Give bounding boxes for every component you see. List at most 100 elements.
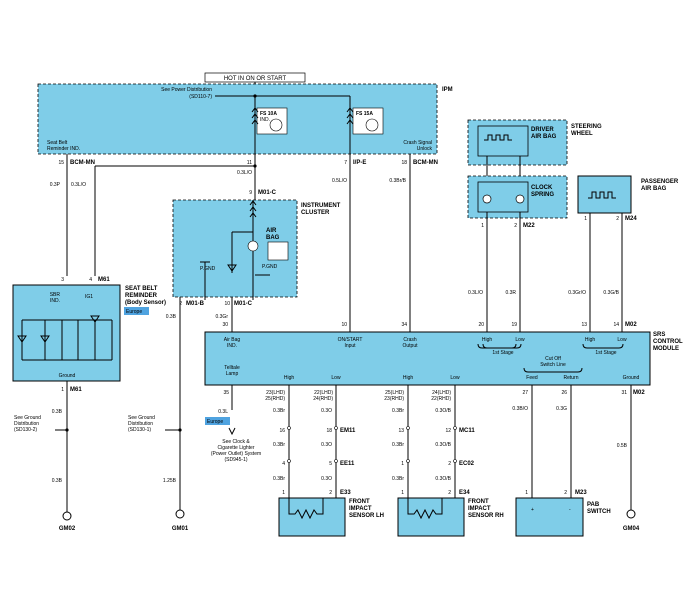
- diagram-label: 2: [616, 216, 619, 222]
- conn-em11: EM11: [340, 428, 356, 434]
- ipm-title: IPM: [442, 87, 453, 93]
- passenger-airbag-squib: [588, 191, 616, 199]
- diagram-label: High: [482, 337, 493, 343]
- airbag-lamp-icon: [247, 240, 259, 252]
- diagram-label: 2: [448, 490, 451, 496]
- pgnd-2: P.GND: [262, 264, 278, 270]
- conn-m01c-bottom: M01-C: [234, 301, 253, 307]
- conn-ee11: EE11: [340, 461, 355, 467]
- steering-wheel-box: [467, 119, 568, 166]
- diagram-label: 18: [401, 160, 407, 166]
- diagram-label: IMPACT: [349, 506, 372, 512]
- diagram-label: FRONT: [468, 499, 489, 505]
- diagram-label: 11: [247, 160, 252, 166]
- ground-gm02-icon: [62, 511, 72, 521]
- diagram-label: MODULE: [653, 346, 679, 352]
- diagram-label: 1: [481, 223, 484, 229]
- diagram-label: 0.3G/B: [603, 290, 619, 296]
- diagram-label: 0.3L/O: [468, 290, 483, 296]
- seatbelt-reminder-box: [12, 284, 121, 382]
- diagram-label: SPRING: [531, 192, 554, 198]
- diagram-label: 30: [222, 322, 228, 328]
- diagram-label: Air Bag: [224, 337, 241, 343]
- diagram-label: 2: [329, 490, 332, 496]
- airbag-warning-icon: [267, 241, 289, 261]
- diagram-label: 0.3O/B: [435, 408, 451, 414]
- diagram-label: Switch Line: [540, 362, 566, 368]
- conn-m24: M24: [625, 216, 637, 222]
- diagram-label: 1.25B: [163, 478, 177, 484]
- airbag-person-icon: [365, 118, 379, 132]
- diagram-label: 1: [401, 461, 404, 467]
- diagram-label: 0.3O/B: [435, 476, 451, 482]
- diagram-label: 16: [279, 428, 285, 434]
- diagram-label: 0.3Br: [392, 442, 404, 448]
- diagram-label: 27: [522, 390, 528, 396]
- conn-bcm-mn-right: BCM-MN: [413, 160, 438, 166]
- diagram-label: 0.5L/O: [332, 178, 347, 184]
- diagram-label: Cigarette Lighter: [218, 445, 255, 451]
- diagram-label: 1: [401, 490, 404, 496]
- diagram-label: 0.3L: [218, 409, 228, 415]
- seatbelt-title-2: REMINDER: [125, 293, 158, 299]
- diagram-label: 35: [223, 390, 229, 396]
- diagram-label: Feed: [526, 375, 538, 381]
- diagram-label: Low: [450, 375, 460, 381]
- seatbelt-icon: [269, 118, 283, 132]
- diagram-label: Return: [563, 375, 578, 381]
- seatbelt-ind-label-2: Reminder IND.: [47, 146, 80, 152]
- diagram-label: 10: [224, 301, 230, 307]
- connector-pin-markers: [287, 426, 457, 463]
- diagram-label: 15: [58, 160, 64, 166]
- diagram-label: AIR BAG: [531, 134, 557, 140]
- diagram-label: 10: [341, 322, 347, 328]
- driver-stage-bracket: [477, 343, 522, 349]
- diagram-label: 1: [61, 387, 64, 393]
- diagram-label: Low: [331, 375, 341, 381]
- front-impact-sensor-lh-box: [278, 497, 346, 537]
- diagram-label: ON/START: [338, 337, 363, 343]
- diagram-label: 1: [525, 490, 528, 496]
- ground-gm01-icon: [175, 509, 185, 519]
- front-impact-sensor-rh-box: [397, 497, 465, 537]
- diagram-label: 0.3Br: [392, 476, 404, 482]
- diagram-label: 25(LHD): [385, 390, 404, 396]
- diagram-label: 0.5B: [617, 443, 628, 449]
- conn-m01b: M01-B: [186, 301, 205, 307]
- fuse-1-label: FS 10A: [260, 111, 277, 117]
- seatbelt-ind-label-1: Seat Belt: [47, 140, 68, 146]
- diagram-label: 7: [344, 160, 347, 166]
- diagram-label: 20: [478, 322, 484, 328]
- diagram-label: SBR: [50, 292, 61, 298]
- ground-gm04-icon: [626, 509, 636, 519]
- diagram-label: 2: [564, 490, 567, 496]
- diagram-label: SENSOR RH: [468, 513, 504, 519]
- diagram-label: 22(RHD): [431, 396, 451, 402]
- diagram-label: SRS: [653, 332, 665, 338]
- diagram-label: 1: [282, 490, 285, 496]
- diagram-label: 4: [89, 277, 92, 283]
- diode-icon: [227, 264, 237, 272]
- diagram-label: High: [284, 375, 295, 381]
- cluster-airbag-2: BAG: [266, 235, 280, 241]
- diagram-label: 0.3B: [52, 409, 63, 415]
- conn-ipe: I/P-E: [353, 160, 366, 166]
- diagram-label: Ground: [623, 375, 640, 381]
- diagram-label: 0.3R: [505, 290, 516, 296]
- diagram-label: Input: [344, 343, 356, 349]
- diagram-label: IND.: [50, 298, 60, 304]
- diagram-label: 0.3O: [321, 442, 332, 448]
- diagram-label: 3: [61, 277, 64, 283]
- conn-m61-bottom: M61: [70, 387, 82, 393]
- diagram-label: 1: [584, 216, 587, 222]
- conn-e33: E33: [340, 490, 351, 496]
- diagram-label: 23(LHD): [266, 390, 285, 396]
- pgnd-1: P.GND: [200, 266, 216, 272]
- clock-spring-coil-2: [515, 194, 525, 204]
- diagram-label: 26: [561, 390, 567, 396]
- hot-in-on-start-label: HOT IN ON OR START: [224, 76, 287, 82]
- clock-ref-arrow: [228, 427, 236, 436]
- diagram-label: (SD130-2): [14, 427, 37, 433]
- sensor-lh-resistor: [288, 498, 324, 520]
- diagram-label: GM01: [172, 526, 189, 532]
